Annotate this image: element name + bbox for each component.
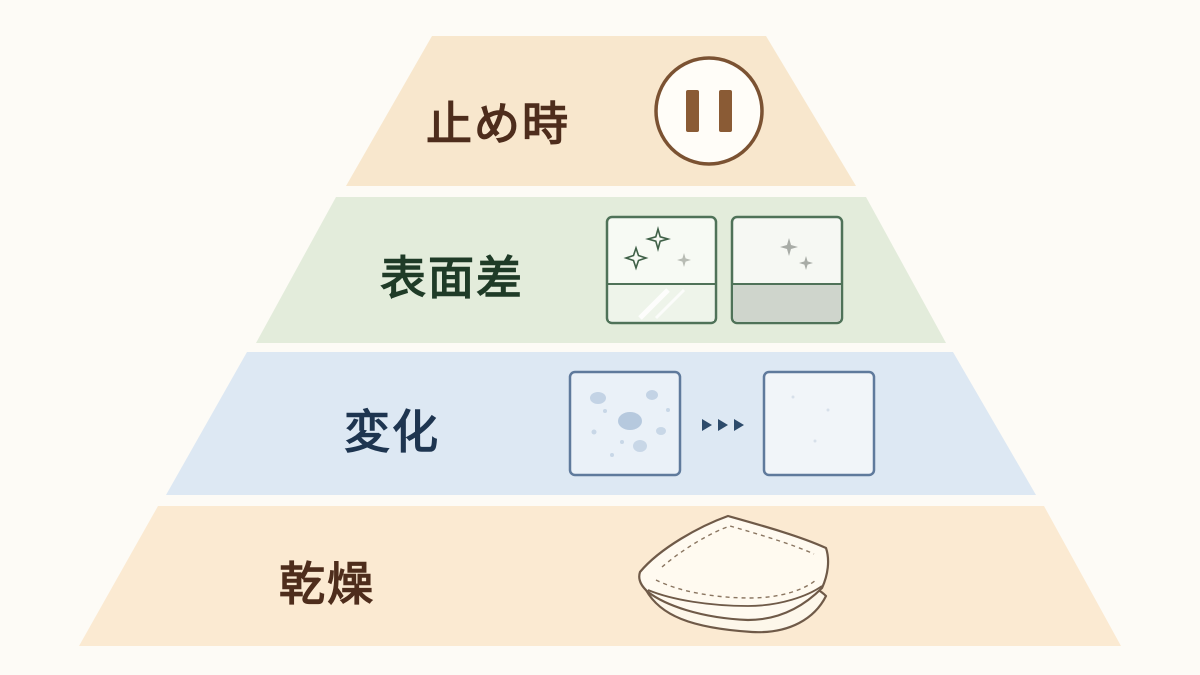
tier-third-label: 変化 <box>344 405 440 459</box>
glass-comparison-icon <box>605 215 844 325</box>
tier-top-band <box>346 36 856 186</box>
pause-icon <box>654 56 764 166</box>
folded-towel-icon <box>638 514 830 634</box>
arrow-right-icon <box>702 419 744 431</box>
cloudy-glass-icon <box>730 215 844 325</box>
tier-base-band <box>79 506 1121 646</box>
stain-removal-icon <box>568 370 876 477</box>
spotted-panel-icon <box>568 370 682 477</box>
tier-base-label: 乾燥 <box>279 557 375 611</box>
clean-panel-icon <box>762 370 876 477</box>
tier-base: 乾燥 <box>79 506 1121 646</box>
tier-third: 変化 <box>166 352 1036 495</box>
clean-glass-icon <box>605 215 718 325</box>
tier-top-label: 止め時 <box>426 97 570 151</box>
tier-top: 止め時 <box>346 36 856 186</box>
tier-second: 表面差 <box>256 197 946 343</box>
tier-second-label: 表面差 <box>380 251 524 305</box>
